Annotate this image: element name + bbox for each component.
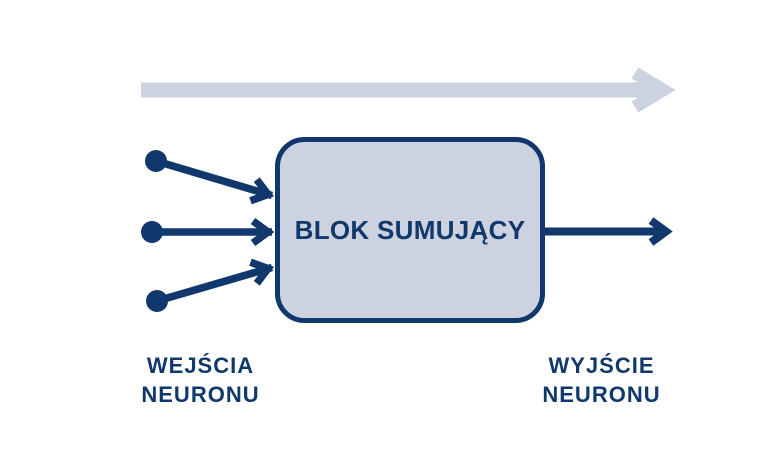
input-arrow-3 — [146, 258, 275, 312]
input-caption-line1: WEJŚCIA — [146, 353, 255, 378]
summing-block-box — [275, 137, 545, 323]
output-caption-line2: NEURONU — [542, 382, 661, 407]
output-caption: WYJŚCIE NEURONU — [519, 351, 684, 409]
flow-direction-arrow-icon — [141, 67, 676, 113]
output-caption-line1: WYJŚCIE — [548, 353, 655, 378]
input-arrow-1 — [145, 150, 275, 205]
input-caption: WEJŚCIA NEURONU — [118, 351, 283, 409]
input-arrow-2 — [141, 217, 275, 247]
input-caption-line2: NEURONU — [141, 382, 260, 407]
output-arrow-icon — [545, 217, 673, 246]
summing-block-label: BLOK SUMUJĄCY — [294, 214, 526, 245]
